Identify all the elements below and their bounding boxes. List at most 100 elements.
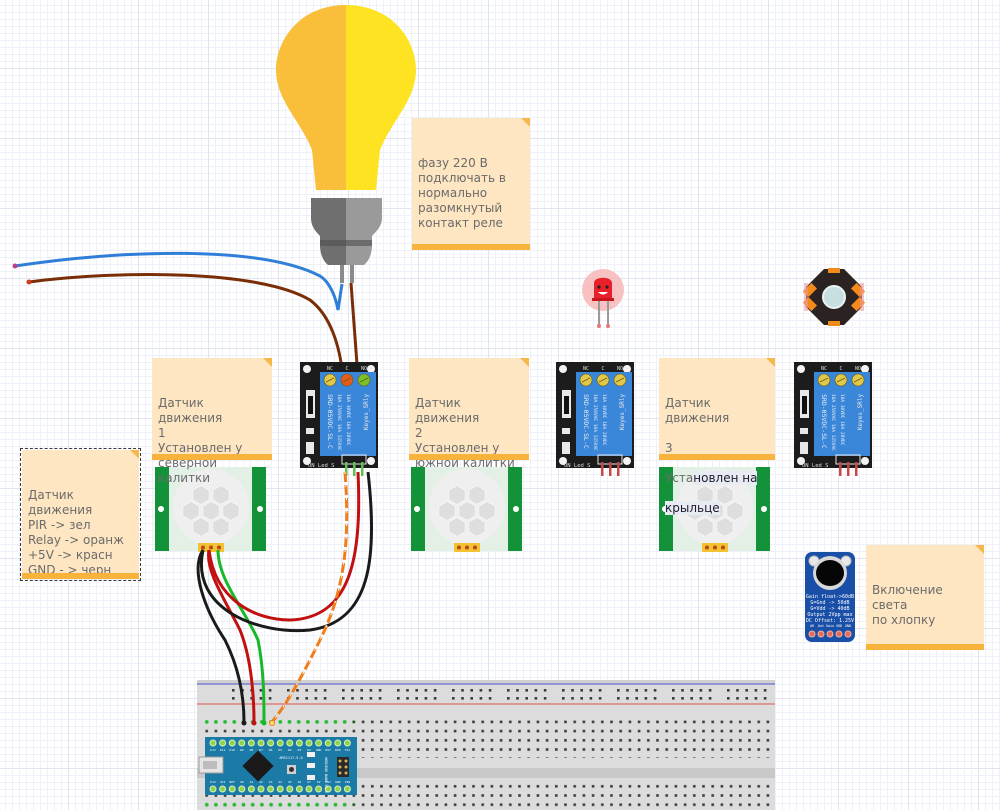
rail-hole <box>470 689 473 692</box>
nano-pin <box>286 739 294 747</box>
nano-pin <box>209 739 217 747</box>
note-pir-1[interactable]: Датчик движения 1 Установлен у северной … <box>152 358 272 485</box>
relay-rating-label: 10A 30VDC 10A 28VDC <box>345 394 351 446</box>
nano-pin <box>209 785 217 793</box>
note-wire-legend[interactable]: Датчик движения PIR -> зел Relay -> оран… <box>20 448 141 581</box>
relay-brand-label: Keyes_SRly <box>619 394 626 431</box>
wire-pir1-gnd-to-bb[interactable] <box>196 549 246 723</box>
nano-pin <box>305 785 313 793</box>
note-clap-switch[interactable]: Включение света по хлопку <box>866 545 984 650</box>
mount-hole-icon <box>367 365 375 373</box>
pir-lens-cell <box>696 516 714 538</box>
wire-pir1-signal-to-bb[interactable] <box>216 549 266 723</box>
mic-pin-label: AR <box>810 624 815 628</box>
nano-pin-label: 5V <box>317 780 321 784</box>
nano-pin-label: A2 <box>259 780 263 784</box>
note-pir3-selected-text-2[interactable]: крыльце <box>665 501 720 515</box>
note-pir2-text: Датчик движения 2 Установлен у южной кал… <box>415 396 515 470</box>
note-fold-icon <box>520 358 529 367</box>
nano-pin-label: VIN <box>345 780 351 784</box>
nano-pin <box>247 739 255 747</box>
wire-mains-blue[interactable] <box>14 251 344 311</box>
red-led[interactable] <box>582 269 624 328</box>
nano-pin-label: A5 <box>288 780 292 784</box>
relay-brand-label: Keyes_SRly <box>857 394 864 431</box>
relay-rating-label: 10A 30VDC 10A 28VDC <box>839 394 845 446</box>
rail-hole <box>415 697 418 700</box>
pir-pin <box>705 545 709 550</box>
nano-pin <box>295 785 303 793</box>
nano-pin-label: GND <box>335 780 341 784</box>
wire-pir1-vcc-to-bb[interactable] <box>206 549 256 723</box>
rail-hole <box>525 689 528 692</box>
rail-hole <box>672 689 675 692</box>
wire-pir1-vcc-to-relay1[interactable] <box>207 471 361 622</box>
nano-pin <box>238 785 246 793</box>
relay-pin <box>361 462 364 476</box>
wire-mains-brown[interactable] <box>28 273 345 379</box>
rail-hole <box>360 689 363 692</box>
wire-pir1-gnd-to-relay1[interactable] <box>199 471 374 633</box>
rail-hole <box>250 697 253 700</box>
terminal-label: NC <box>327 366 333 372</box>
mic-spec-label: G=Gnd -> 50dB <box>810 600 849 606</box>
mic-pin-label: Out <box>818 624 824 628</box>
note-pir-2[interactable]: Датчик движения 2 Установлен у южной кал… <box>409 358 529 470</box>
rail-hole <box>461 697 464 700</box>
lamp-base-left <box>311 198 346 265</box>
relay-rating-label: 10A 250VAC 10A 125VAC <box>592 394 598 451</box>
nano-pin <box>315 739 323 747</box>
pir-lens-cell <box>212 516 230 538</box>
rail-hole <box>323 689 327 692</box>
rail-hole <box>351 697 354 700</box>
note-pir3-line2: 3 <box>665 441 673 455</box>
pir-lens-cell <box>448 484 466 506</box>
note-fold-icon <box>263 358 272 367</box>
nano-pin-label: GND <box>316 748 322 752</box>
rail-hole <box>690 697 693 700</box>
note-pir3-line3-plain: Уста <box>665 471 694 485</box>
mic-spec-label: G=Vdd -> 40dB <box>810 606 849 612</box>
rail-hole <box>745 689 748 692</box>
rail-hole <box>699 697 703 700</box>
note-pir-3[interactable]: Датчик движения 3 Установлен на крыльце <box>659 358 775 515</box>
nano-pin-label: D11 <box>220 748 226 752</box>
nano-board-label: ARDUINO NANO V3.0 <box>324 757 328 793</box>
nano-pin-label: REF <box>229 780 235 784</box>
rail-hole <box>406 689 409 692</box>
nano-pin <box>315 785 323 793</box>
nano-regulator-label: AMS1117-5.0 <box>279 756 302 760</box>
nano-pin <box>247 785 255 793</box>
rail-hole <box>397 697 400 700</box>
pir-1[interactable] <box>155 467 266 552</box>
nano-pin <box>286 785 294 793</box>
note-lamp-wiring[interactable]: фазу 220 В подключать в нормально разомк… <box>412 118 530 250</box>
pir-2[interactable] <box>411 467 522 552</box>
lamp-base-right <box>346 198 382 265</box>
lamp[interactable] <box>276 5 416 283</box>
rail-hole <box>580 689 583 692</box>
power-led-star[interactable] <box>802 268 866 326</box>
mic-pin-label: Gain <box>826 624 834 628</box>
note-pir3-selected-text[interactable]: новлен на <box>693 471 758 485</box>
rail-hole <box>433 697 437 700</box>
rail-hole <box>424 697 428 700</box>
rail-hole <box>727 697 730 700</box>
nano-pin-label: D6 <box>269 748 273 752</box>
nano-pin <box>343 785 351 793</box>
rail-hole <box>534 689 538 692</box>
mount-hole-icon <box>303 365 311 373</box>
nano-pin <box>219 785 227 793</box>
rail-hole <box>452 689 455 692</box>
rail-hole <box>360 697 363 700</box>
pir-pin <box>201 545 205 550</box>
nano-pin <box>228 785 236 793</box>
rail-hole <box>708 689 712 692</box>
mount-hole-icon <box>559 365 567 373</box>
pir-lens-cell <box>212 484 230 506</box>
